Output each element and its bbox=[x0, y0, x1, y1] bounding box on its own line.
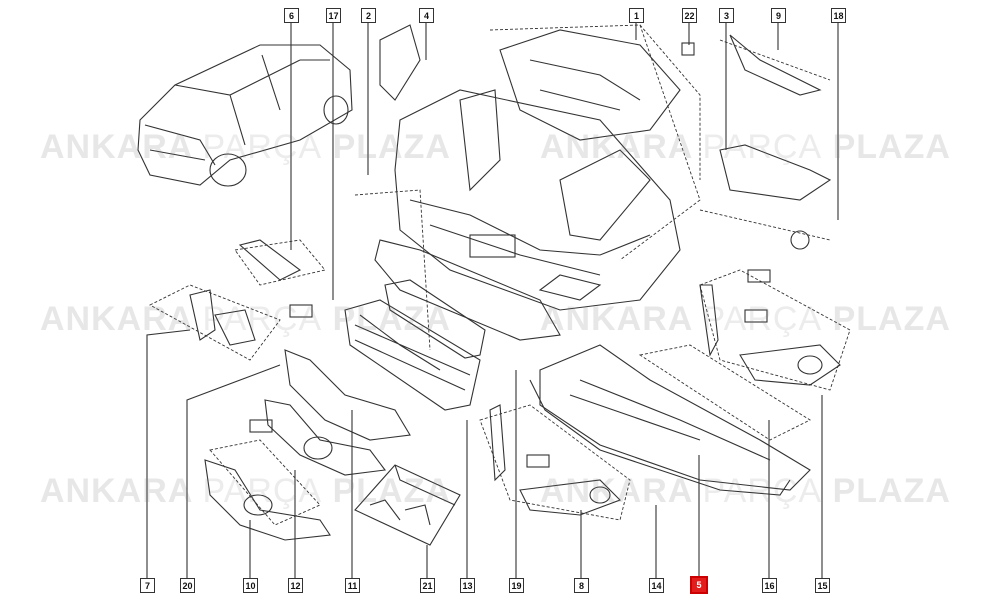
part-callout-21[interactable]: 21 bbox=[420, 578, 435, 593]
part-callout-2[interactable]: 2 bbox=[361, 8, 376, 23]
part-callout-11[interactable]: 11 bbox=[345, 578, 360, 593]
part-callout-19[interactable]: 19 bbox=[509, 578, 524, 593]
part-callout-18[interactable]: 18 bbox=[831, 8, 846, 23]
part-callout-7[interactable]: 7 bbox=[140, 578, 155, 593]
part-callout-6[interactable]: 6 bbox=[284, 8, 299, 23]
part-callout-4[interactable]: 4 bbox=[419, 8, 434, 23]
part-callout-17[interactable]: 17 bbox=[326, 8, 341, 23]
watermark-row-mid-right: ANKARA PARÇA PLAZA bbox=[540, 300, 951, 338]
part-callout-15[interactable]: 15 bbox=[815, 578, 830, 593]
part-callout-1[interactable]: 1 bbox=[629, 8, 644, 23]
part-callout-8[interactable]: 8 bbox=[574, 578, 589, 593]
part-callout-5-selected[interactable]: 5 bbox=[690, 576, 708, 594]
part-callout-10[interactable]: 10 bbox=[243, 578, 258, 593]
car-illustration bbox=[137, 44, 353, 187]
part-callout-14[interactable]: 14 bbox=[649, 578, 664, 593]
part-callout-16[interactable]: 16 bbox=[762, 578, 777, 593]
part-callout-3[interactable]: 3 bbox=[719, 8, 734, 23]
part-callout-13[interactable]: 13 bbox=[460, 578, 475, 593]
part-callout-20[interactable]: 20 bbox=[180, 578, 195, 593]
watermark-row-top-right: ANKARA PARÇA PLAZA bbox=[540, 128, 951, 166]
part-callout-22[interactable]: 22 bbox=[682, 8, 697, 23]
watermark-row-top: ANKARA PARÇA PLAZA bbox=[40, 128, 451, 166]
part-callout-12[interactable]: 12 bbox=[288, 578, 303, 593]
part-callout-9[interactable]: 9 bbox=[771, 8, 786, 23]
watermark-row-bottom-right: ANKARA PARÇA PLAZA bbox=[540, 472, 951, 510]
watermark-row-bottom: ANKARA PARÇA PLAZA bbox=[40, 472, 451, 510]
watermark-row-mid: ANKARA PARÇA PLAZA bbox=[40, 300, 451, 338]
